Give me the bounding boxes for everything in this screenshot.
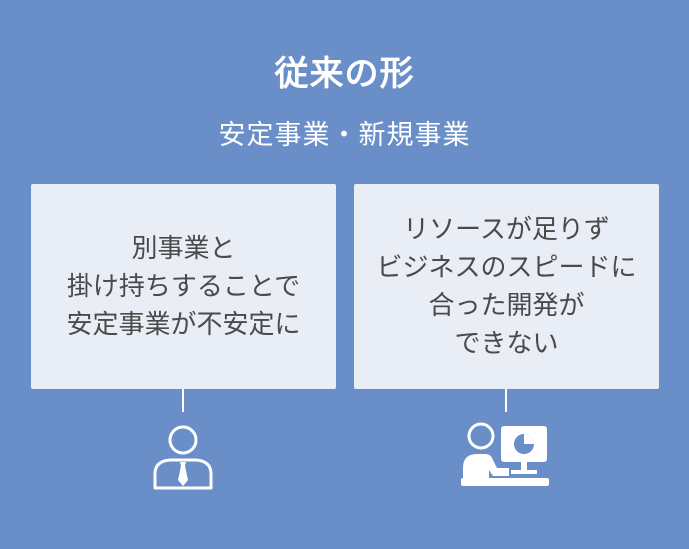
card-left-line: 別事業と [131, 233, 236, 264]
diagram-subtitle: 安定事業・新規事業 [218, 120, 471, 151]
card-right-text: リソースが足りず ビジネスのスピードに 合った開発が できない [376, 211, 636, 363]
card-left-line: 掛け持ちすることで [66, 271, 301, 302]
connector-left [182, 389, 184, 412]
card-right: リソースが足りず ビジネスのスピードに 合った開発が できない [354, 184, 659, 389]
connector-right [505, 389, 507, 412]
card-right-line: できない [454, 328, 559, 359]
card-left-text: 別事業と 掛け持ちすることで 安定事業が不安定に [66, 230, 300, 344]
card-right-line: 合った開発が [428, 290, 585, 321]
card-left-line: 安定事業が不安定に [66, 309, 301, 340]
diagram-title: 従来の形 [274, 54, 415, 94]
person-at-computer-icon [461, 422, 549, 486]
businessman-icon [153, 425, 213, 490]
card-right-line: リソースが足りず [403, 214, 610, 245]
card-left: 別事業と 掛け持ちすることで 安定事業が不安定に [31, 184, 336, 389]
card-right-line: ビジネスのスピードに [376, 252, 637, 283]
